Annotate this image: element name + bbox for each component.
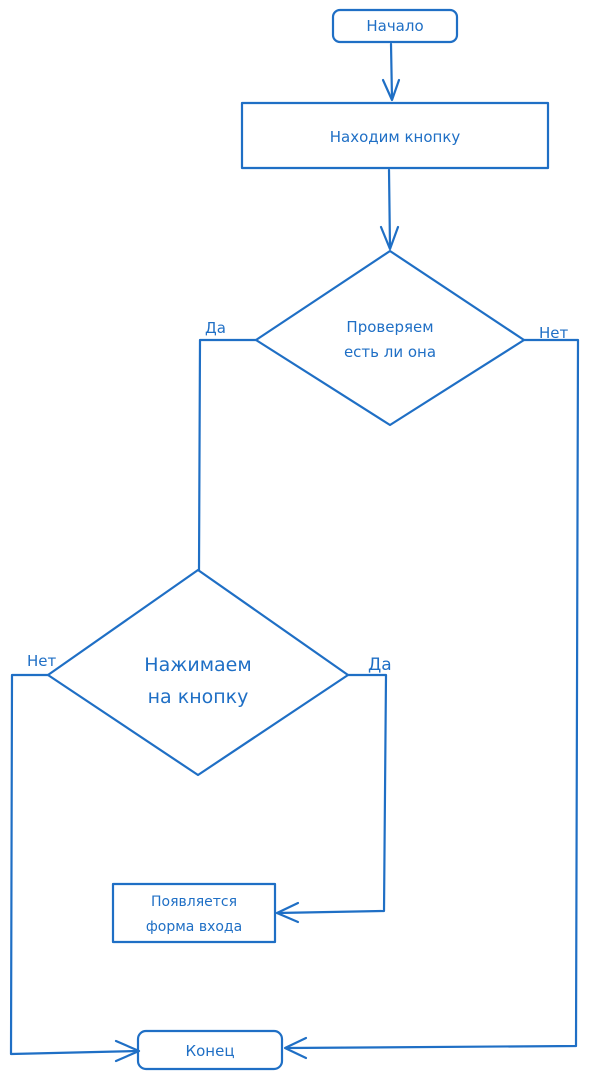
- arrowhead-start-to-find: [381, 78, 401, 102]
- arrowhead-press-yes: [275, 901, 300, 924]
- arrowhead-press-no: [114, 1039, 141, 1063]
- edge-label-press-yes: Да: [368, 655, 392, 675]
- connector-press-no: [9, 673, 140, 1056]
- arrowhead-find-to-check: [379, 225, 400, 251]
- edge-label-check-no: Нет: [539, 324, 569, 342]
- edge-label-check-yes: Да: [205, 319, 226, 337]
- login-form-label-line2: форма входа: [146, 919, 242, 935]
- login-form-node: [111, 882, 277, 944]
- login-form-label-line1: Появляется: [151, 894, 237, 910]
- end-label: Конец: [185, 1042, 234, 1060]
- connector-check-yes: [197, 338, 258, 572]
- find-button-node: [240, 101, 550, 170]
- connector-press-yes: [275, 673, 388, 915]
- find-button-label: Находим кнопку: [330, 128, 461, 146]
- check-exists-label-line1: Проверяем: [346, 318, 433, 336]
- connector-start-to-find: [389, 42, 394, 101]
- start-node: [331, 8, 459, 44]
- check-exists-decision: [254, 249, 526, 427]
- press-button-label-line2: на кнопку: [148, 686, 249, 708]
- connector-find-to-check: [387, 168, 392, 250]
- press-button-label-line1: Нажимаем: [144, 654, 251, 676]
- arrowhead-check-no: [283, 1036, 308, 1060]
- connector-check-no: [284, 338, 580, 1050]
- edge-label-press-no: Нет: [27, 652, 57, 670]
- check-exists-label-line2: есть ли она: [344, 343, 436, 361]
- start-label: Начало: [366, 17, 423, 35]
- press-button-decision: [46, 568, 350, 777]
